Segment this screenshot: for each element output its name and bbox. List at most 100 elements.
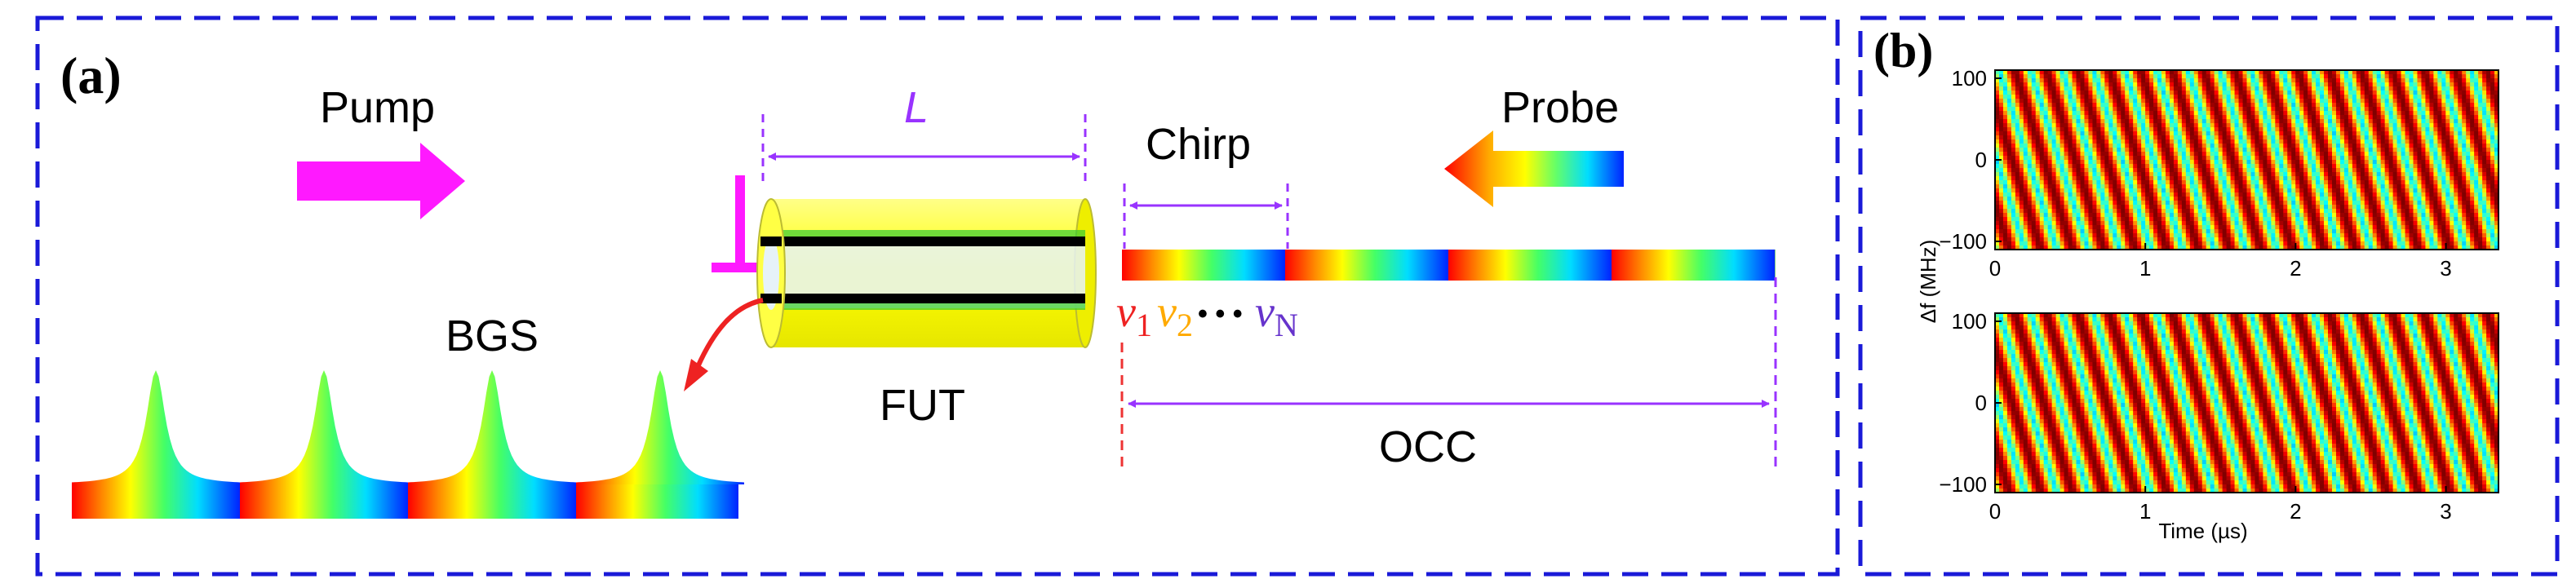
heatmap-cell	[2361, 229, 2365, 234]
heatmap-cell	[2215, 164, 2219, 169]
heatmap-cell	[2125, 135, 2130, 140]
heatmap-cell	[2174, 95, 2179, 99]
heatmap-cell	[2231, 119, 2236, 124]
heatmap-cell	[2064, 144, 2069, 148]
heatmap-cell	[2393, 152, 2398, 157]
heatmap-cell	[2080, 241, 2085, 246]
heatmap-cell	[2108, 131, 2113, 136]
heatmap-cell	[2141, 233, 2146, 238]
heatmap-cell	[2397, 99, 2402, 104]
heatmap-cell	[2178, 221, 2183, 226]
heatmap-cell	[1999, 135, 2004, 140]
heatmap-cell	[2357, 197, 2361, 201]
heatmap-cell	[2056, 139, 2061, 144]
heatmap-cell	[2190, 131, 2195, 136]
heatmap-cell	[2369, 229, 2374, 234]
heatmap-cell	[2235, 99, 2240, 104]
heatmap-cell	[2182, 221, 2187, 226]
heatmap-cell	[2247, 172, 2252, 177]
heatmap-cell	[2417, 111, 2422, 116]
heatmap-cell	[2182, 119, 2187, 124]
heatmap-cell	[2243, 217, 2248, 222]
heatmap-cell	[2040, 197, 2045, 201]
heatmap-cell	[2036, 127, 2041, 132]
heatmap-cell	[2182, 78, 2187, 83]
heatmap-cell	[2344, 82, 2349, 87]
heatmap-cell	[2433, 99, 2438, 104]
heatmap-cell	[2125, 160, 2130, 165]
heatmap-cell	[2104, 156, 2109, 161]
heatmap-cell	[2369, 115, 2374, 120]
heatmap-cell	[2206, 82, 2211, 87]
heatmap-cell	[2247, 99, 2252, 104]
heatmap-cell	[1999, 217, 2004, 222]
heatmap-cell	[2235, 233, 2240, 238]
heatmap-cell	[2084, 139, 2089, 144]
heatmap-cell	[2141, 164, 2146, 169]
heatmap-cell	[2320, 91, 2325, 95]
heatmap-cell	[2340, 205, 2345, 210]
heatmap-cell	[2239, 148, 2244, 153]
heatmap-cell	[2312, 144, 2317, 148]
heatmap-cell	[2121, 78, 2126, 83]
heatmap-cell	[2405, 233, 2410, 238]
heatmap-cell	[2437, 135, 2442, 140]
heatmap-cell	[2271, 103, 2276, 108]
heatmap-cell	[2312, 168, 2317, 173]
heatmap-cell	[2149, 111, 2154, 116]
heatmap-cell	[2263, 111, 2268, 116]
heatmap-cell	[2377, 74, 2382, 79]
heatmap-cell	[2361, 180, 2365, 185]
heatmap-cell	[2381, 168, 2386, 173]
heatmap-cell	[2267, 152, 2272, 157]
heatmap-cell	[2441, 99, 2446, 104]
heatmap-cell	[2373, 148, 2378, 153]
heatmap-cell	[2223, 111, 2228, 116]
heatmap-cell	[2247, 233, 2252, 238]
heatmap-cell	[2373, 95, 2378, 99]
heatmap-cell	[2235, 168, 2240, 173]
heatmap-cell	[2092, 188, 2097, 193]
heatmap-cell	[2437, 74, 2442, 79]
heatmap-cell	[2381, 209, 2386, 214]
heatmap-cell	[2007, 123, 2012, 128]
heatmap-cell	[2373, 237, 2378, 242]
heatmap-cell	[2239, 131, 2244, 136]
heatmap-cell	[2084, 201, 2089, 206]
heatmap-cell	[2357, 95, 2361, 99]
heatmap-cell	[2084, 233, 2089, 238]
heatmap-cell	[2032, 107, 2037, 112]
heatmap-cell	[2077, 86, 2082, 91]
heatmap-cell	[2250, 144, 2255, 148]
heatmap-cell	[2250, 99, 2255, 104]
heatmap-cell	[2239, 74, 2244, 79]
heatmap-cell	[2316, 205, 2321, 210]
heatmap-cell	[2100, 115, 2105, 120]
heatmap-cell	[2077, 148, 2082, 153]
heatmap-cell	[2149, 119, 2154, 124]
heatmap-cell	[2417, 123, 2422, 128]
heatmap-cell	[2320, 197, 2325, 201]
heatmap-cell	[2149, 78, 2154, 83]
heatmap-cell	[2275, 111, 2280, 116]
heatmap-cell	[2279, 91, 2284, 95]
heatmap-cell	[2084, 156, 2089, 161]
heatmap-cell	[2077, 111, 2082, 116]
heatmap-cell	[2145, 209, 2150, 214]
heatmap-cell	[2332, 107, 2337, 112]
heatmap-cell	[2312, 205, 2317, 210]
heatmap-cell	[2129, 197, 2134, 201]
heatmap-cell	[2096, 111, 2101, 116]
heatmap-cell	[2052, 205, 2057, 210]
heatmap-cell	[2450, 78, 2454, 83]
heatmap-cell	[2024, 139, 2028, 144]
heatmap-cell	[2299, 201, 2304, 206]
heatmap-cell	[2425, 233, 2430, 238]
heatmap-cell	[2357, 201, 2361, 206]
heatmap-cell	[2024, 95, 2028, 99]
heatmap-cell	[2028, 103, 2033, 108]
heatmap-cell	[2247, 148, 2252, 153]
heatmap-cell	[2247, 107, 2252, 112]
heatmap-cell	[2088, 156, 2093, 161]
heatmap-cell	[2429, 103, 2434, 108]
